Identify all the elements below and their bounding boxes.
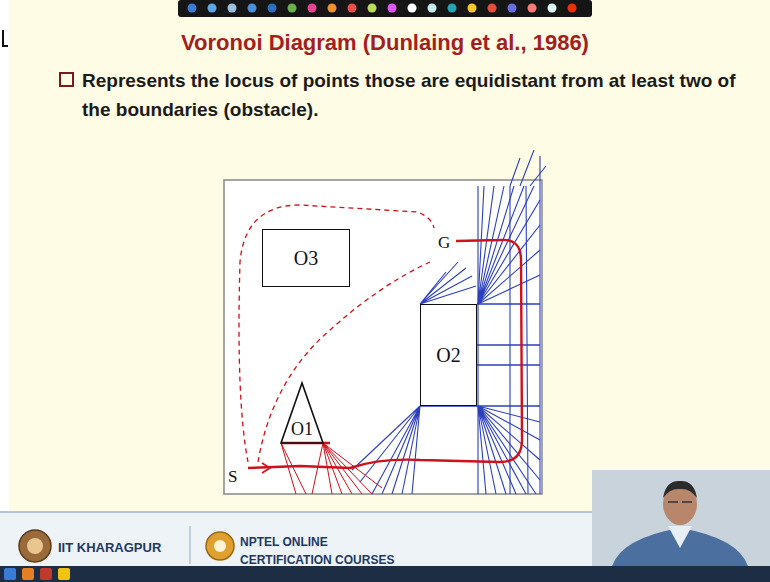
toolbar bbox=[528, 4, 537, 13]
taskbar bbox=[58, 568, 70, 580]
toolbar bbox=[208, 4, 217, 13]
figure-frame bbox=[224, 180, 542, 494]
toolbar bbox=[368, 4, 377, 13]
toolbar bbox=[428, 4, 437, 13]
toolbar bbox=[488, 4, 497, 13]
obstacle-label: O2 bbox=[436, 344, 460, 366]
taskbar bbox=[4, 568, 16, 580]
presenter-video bbox=[668, 526, 692, 548]
red-ink-lines bbox=[239, 205, 522, 494]
goal-label-wrap: G bbox=[438, 233, 450, 253]
institute-name-wrap: IIT KHARAGPUR bbox=[58, 538, 161, 556]
toolbar bbox=[328, 4, 337, 13]
obstacle-triangle: O1 bbox=[280, 382, 324, 444]
toolbar bbox=[308, 4, 317, 13]
course-name-wrap: NPTEL ONLINE CERTIFICATION COURSES bbox=[240, 532, 415, 568]
blue-ink-lines bbox=[510, 150, 546, 186]
left-strip bbox=[0, 0, 9, 512]
footer-band bbox=[206, 532, 234, 560]
taskbar bbox=[0, 566, 770, 582]
toolbar bbox=[408, 4, 417, 13]
presenter-video bbox=[592, 470, 770, 566]
red-ink-lines bbox=[239, 205, 434, 462]
goal-label: G bbox=[438, 233, 450, 252]
footer-band bbox=[27, 538, 43, 554]
blue-ink-lines bbox=[352, 150, 546, 494]
triangle-outline bbox=[281, 383, 323, 443]
toolbar bbox=[548, 4, 557, 13]
toolbar bbox=[448, 4, 457, 13]
blue-ink-lines bbox=[352, 406, 420, 494]
start-label-wrap: S bbox=[228, 467, 237, 487]
toolbar bbox=[508, 4, 517, 13]
obstacle-box: O2 bbox=[420, 304, 477, 406]
taskbar bbox=[40, 568, 52, 580]
red-ink-lines bbox=[258, 262, 430, 462]
toolbar bbox=[288, 4, 297, 13]
footer-band bbox=[190, 526, 191, 564]
toolbar bbox=[568, 4, 577, 13]
institute-name: IIT KHARAGPUR bbox=[58, 540, 161, 555]
presenter-video bbox=[663, 481, 697, 498]
bullet-square bbox=[60, 73, 73, 86]
toolbar bbox=[468, 4, 477, 13]
obstacle-label: O1 bbox=[291, 420, 313, 440]
obstacle-box: O3 bbox=[262, 229, 350, 287]
taskbar bbox=[0, 566, 770, 582]
left-strip bbox=[0, 0, 9, 512]
toolbar bbox=[178, 0, 592, 17]
blue-ink-lines bbox=[478, 156, 540, 494]
blue-ink-lines bbox=[478, 186, 540, 304]
blue-ink-lines bbox=[478, 406, 540, 494]
start-label: S bbox=[228, 467, 237, 486]
slide-title: Voronoi Diagram (Dunlaing et al., 1986) bbox=[181, 30, 589, 55]
red-ink-lines bbox=[262, 463, 270, 473]
toolbar bbox=[178, 0, 592, 17]
footer-band bbox=[214, 540, 226, 552]
footer-band bbox=[19, 530, 51, 562]
toolbar bbox=[268, 4, 277, 13]
course-name: NPTEL ONLINE CERTIFICATION COURSES bbox=[240, 535, 394, 567]
presenter-video bbox=[668, 501, 692, 503]
bullet-square bbox=[60, 73, 73, 86]
blue-ink-lines bbox=[420, 262, 476, 304]
bullet-text-wrap: Represents the locus of points those are… bbox=[82, 66, 762, 124]
toolbar bbox=[248, 4, 257, 13]
presenter-video bbox=[592, 470, 770, 566]
toolbar bbox=[348, 4, 357, 13]
title-wrap: Voronoi Diagram (Dunlaing et al., 1986) bbox=[0, 30, 770, 56]
bullet-text: Represents the locus of points those are… bbox=[82, 70, 736, 120]
left-strip bbox=[3, 30, 8, 46]
taskbar bbox=[22, 568, 34, 580]
toolbar bbox=[388, 4, 397, 13]
red-ink-lines bbox=[281, 443, 382, 494]
obstacle-label: O3 bbox=[294, 247, 318, 269]
toolbar bbox=[188, 4, 197, 13]
figure-frame bbox=[224, 180, 542, 494]
toolbar bbox=[228, 4, 237, 13]
red-ink-lines bbox=[248, 240, 522, 468]
